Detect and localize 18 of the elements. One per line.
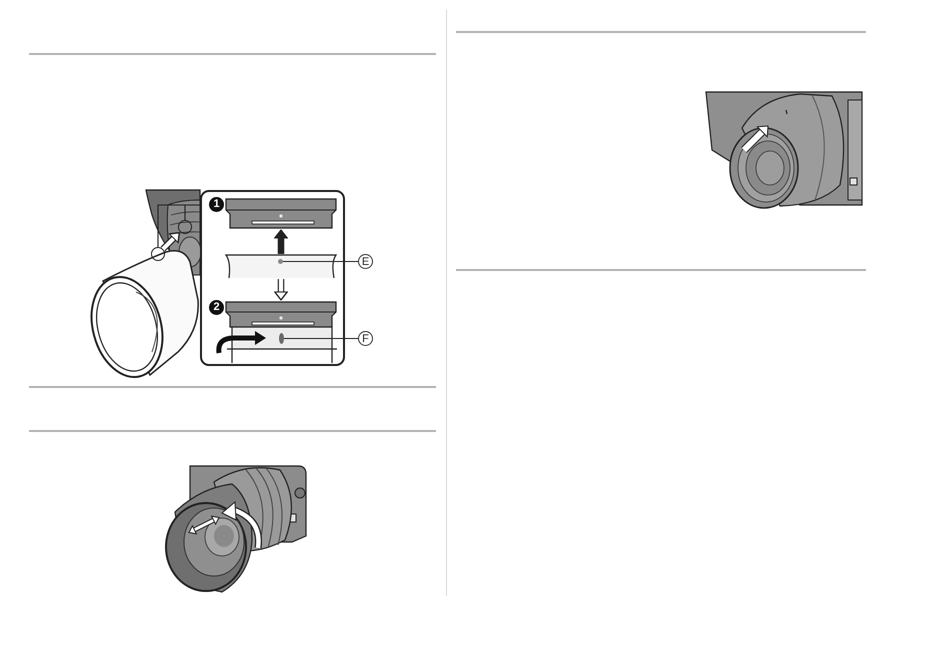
index-mark-dot: [278, 259, 283, 264]
lens-rim-drawing: [225, 198, 337, 229]
lens-with-hood-drawing: [225, 301, 337, 364]
leader-line: [283, 260, 358, 262]
callout-letter: F: [358, 331, 373, 346]
highlight-circle: [178, 220, 192, 234]
detail-inset-panel: [200, 190, 345, 366]
index-mark: [279, 333, 284, 344]
hood-rim-drawing: [225, 254, 337, 279]
leader-line: [184, 204, 200, 220]
step-number: 1: [209, 197, 224, 212]
step-number: 2: [209, 300, 224, 315]
direction-arrow: [276, 230, 286, 254]
callout-letter: E: [358, 254, 373, 269]
leader-line: [284, 338, 358, 340]
direction-arrow: [276, 279, 286, 300]
highlight-circle: [151, 247, 165, 261]
direction-arrow: [161, 232, 180, 251]
